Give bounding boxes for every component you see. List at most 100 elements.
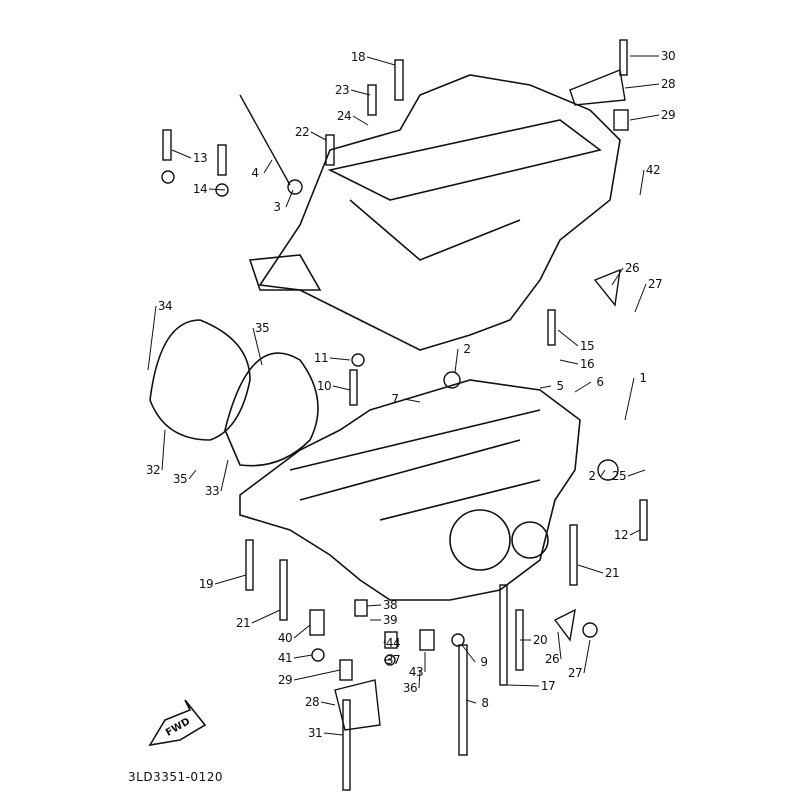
part-number-label: 2 — [463, 342, 471, 356]
bolts — [162, 39, 648, 791]
leader-line — [208, 188, 226, 191]
part-number-label: 29 — [660, 108, 676, 122]
leader-line — [352, 115, 369, 126]
leader-line — [600, 469, 606, 477]
part-number-label: 31 — [307, 726, 323, 740]
part-number-label: 43 — [408, 665, 424, 679]
leader-line — [583, 639, 591, 674]
leader-line — [332, 385, 351, 391]
part-number-label: 10 — [316, 379, 332, 393]
leader-line — [366, 604, 382, 607]
leader-line — [329, 357, 351, 361]
part-number-label: 3 — [273, 200, 281, 214]
part-number-label: 34 — [157, 299, 173, 313]
leader-line — [557, 329, 579, 347]
part-number-label: 11 — [313, 351, 329, 365]
drawing-code: 3LD3351-0120 — [128, 770, 223, 784]
part-number-label: 32 — [145, 463, 161, 477]
part-number-label: 26 — [624, 261, 640, 275]
part-number-label: 30 — [660, 49, 676, 63]
part-number-label: 17 — [540, 679, 556, 693]
part-number-label: 38 — [382, 598, 398, 612]
part-number-label: 33 — [204, 484, 220, 498]
lower-crankcase — [239, 379, 581, 601]
part-number-label: 35 — [172, 472, 188, 486]
part-number-label: 16 — [579, 357, 595, 371]
forward-arrow-icon — [148, 699, 207, 747]
leader-line — [559, 359, 579, 365]
leader-line — [220, 459, 229, 492]
part-number-label: 37 — [385, 653, 401, 667]
part-number-label: 4 — [251, 166, 259, 180]
part-number-label: 22 — [294, 125, 310, 139]
part-number-label: 35 — [254, 321, 270, 335]
upper-crankcase — [258, 74, 621, 351]
leader-line — [293, 624, 311, 639]
part-number-label: 21 — [604, 566, 620, 580]
part-number-label: 5 — [556, 379, 564, 393]
leader-line — [461, 644, 476, 663]
part-number-label: 13 — [192, 151, 208, 165]
leader-line — [350, 89, 371, 96]
part-number-label: 18 — [350, 50, 366, 64]
leader-line — [252, 327, 263, 366]
leader-line — [366, 56, 396, 66]
part-number-label: 2 — [588, 469, 596, 483]
leader-line — [418, 669, 421, 689]
leader-line — [539, 385, 552, 389]
leader-line — [624, 83, 660, 89]
part-number-label: 9 — [480, 655, 488, 669]
gasket — [224, 352, 319, 467]
leader-line — [383, 639, 386, 644]
small-parts — [161, 69, 629, 731]
part-number-label: 14 — [192, 182, 208, 196]
part-number-label: 28 — [304, 695, 320, 709]
leader-line — [465, 699, 477, 704]
leader-line — [634, 283, 647, 313]
leader-line — [403, 398, 421, 403]
part-number-label: 41 — [277, 651, 293, 665]
side-cover — [149, 319, 251, 441]
leader-line — [171, 149, 192, 159]
part-number-label: 25 — [611, 469, 627, 483]
leader-line — [285, 189, 294, 208]
part-number-label: 26 — [544, 652, 560, 666]
leader-line — [310, 131, 327, 141]
part-number-label: 12 — [613, 528, 629, 542]
leader-line — [611, 267, 624, 286]
part-number-label: 21 — [235, 616, 251, 630]
part-number-label: 24 — [336, 109, 352, 123]
leader-line — [147, 305, 157, 371]
part-number-label: 29 — [277, 673, 293, 687]
leader-line — [263, 159, 273, 174]
part-number-label: 36 — [402, 681, 418, 695]
leader-line — [624, 377, 635, 421]
leader-line — [320, 701, 336, 706]
leader-line — [188, 469, 197, 480]
leader-line — [629, 114, 660, 121]
leader-line — [557, 631, 562, 660]
leader-line — [293, 654, 313, 659]
part-number-label: 27 — [567, 666, 583, 680]
part-number-label: 42 — [645, 163, 661, 177]
leader-line — [629, 529, 641, 536]
leader-line — [293, 669, 341, 681]
leader-line — [507, 684, 540, 687]
leader-line — [454, 348, 459, 373]
part-number-label: 7 — [391, 392, 399, 406]
leader-line — [574, 381, 592, 393]
part-number-label: 1 — [639, 371, 647, 385]
part-number-label: 6 — [596, 375, 604, 389]
leader-line — [251, 609, 281, 624]
leader-line — [577, 564, 604, 574]
part-number-label: 20 — [532, 633, 548, 647]
part-number-label: 19 — [198, 577, 214, 591]
leader-line — [639, 169, 645, 196]
part-number-label: 40 — [277, 631, 293, 645]
part-number-label: 44 — [385, 636, 401, 650]
part-number-label: 28 — [660, 77, 676, 91]
leader-line — [214, 574, 247, 585]
leader-line — [627, 469, 646, 477]
